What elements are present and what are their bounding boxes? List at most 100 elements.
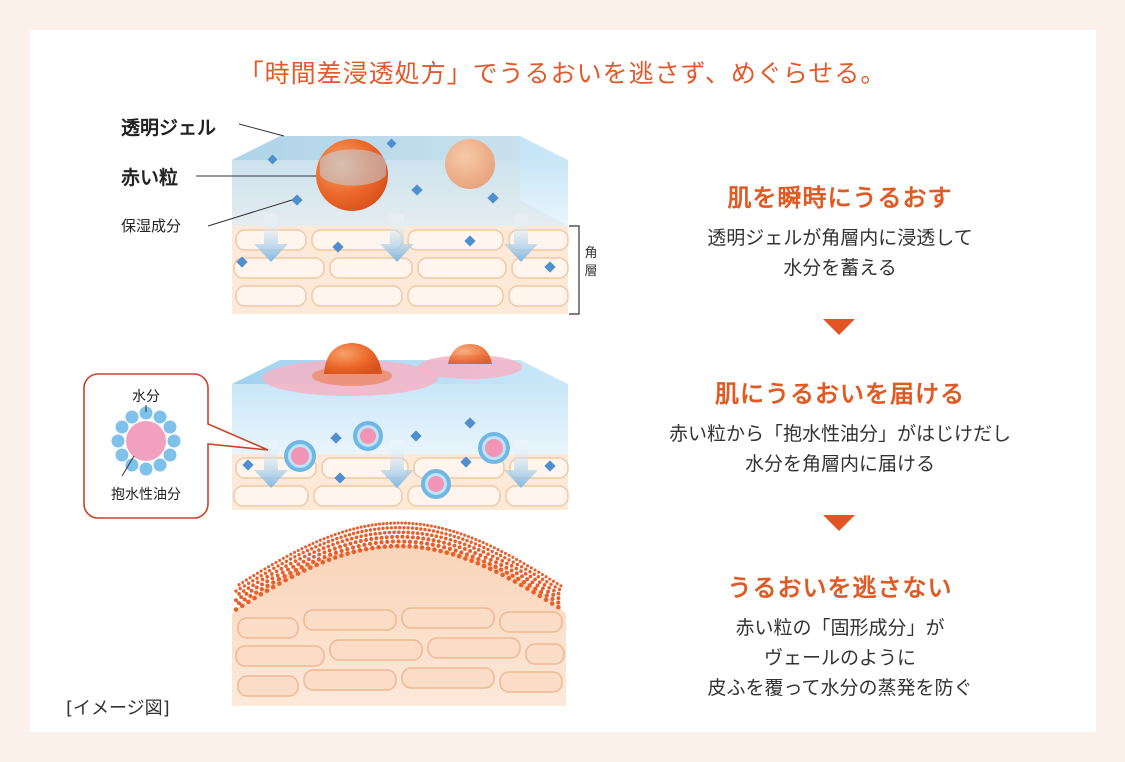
veil-dot xyxy=(258,592,264,597)
veil-dot xyxy=(233,607,239,612)
inset-oil-label: 抱水性油分 xyxy=(111,487,181,503)
veil-dot xyxy=(435,530,440,534)
veil-dot xyxy=(528,570,532,574)
veil-dot xyxy=(481,559,487,564)
veil-dot xyxy=(405,535,410,539)
veil-dot xyxy=(295,571,301,576)
veil-dot xyxy=(521,579,527,585)
veil-dot xyxy=(481,563,487,569)
veil-dot xyxy=(421,536,426,541)
veil-dot xyxy=(328,552,333,557)
veil-dot xyxy=(299,565,304,570)
veil-dot xyxy=(528,574,533,579)
veil-dot xyxy=(500,549,504,554)
veil-dot xyxy=(345,546,350,552)
veil-dot xyxy=(472,546,476,550)
veil-dot xyxy=(551,579,556,583)
veil-dot xyxy=(312,554,316,559)
veil-dot xyxy=(487,561,492,567)
veil-dot xyxy=(286,567,290,572)
veil-dot xyxy=(410,526,415,530)
veil-dot xyxy=(476,556,481,562)
veil-dot xyxy=(339,535,343,539)
veil-dot xyxy=(481,550,486,554)
veil-dot xyxy=(321,546,326,550)
veil-dot xyxy=(425,532,429,537)
veil-dot xyxy=(234,598,238,603)
veil-dot xyxy=(406,530,411,535)
veil-dot xyxy=(559,584,563,588)
veil-dot xyxy=(490,554,495,559)
veil-dot xyxy=(339,548,344,553)
veil-dot xyxy=(270,572,274,576)
veil-dot xyxy=(248,593,253,599)
veil-dot xyxy=(382,544,388,549)
veil-dot xyxy=(453,539,458,544)
veil-dot xyxy=(327,548,332,553)
veil-dot xyxy=(392,521,396,525)
veil-dot xyxy=(345,538,349,542)
veil-dot xyxy=(234,589,238,593)
veil-dot xyxy=(448,528,452,532)
veil-dot xyxy=(276,577,282,582)
veil-dot xyxy=(362,542,367,548)
veil-dot xyxy=(339,553,344,558)
veil-dot xyxy=(452,534,457,539)
veil-dot xyxy=(400,521,404,525)
veil-dot xyxy=(351,549,357,555)
veil-dot xyxy=(402,539,407,544)
veil-dot xyxy=(272,566,276,570)
veil-dot xyxy=(282,573,287,579)
veil-dot xyxy=(415,531,420,536)
veil-dot xyxy=(401,543,406,549)
veil-dot xyxy=(373,531,378,536)
veil-dot xyxy=(413,540,418,545)
veil-dot xyxy=(533,577,537,582)
veil-dot xyxy=(551,592,556,597)
veil-dot xyxy=(514,557,519,561)
veil-dot xyxy=(322,554,327,560)
veil-dot xyxy=(318,538,322,542)
veil-dot xyxy=(293,559,298,563)
veil-dot xyxy=(556,605,561,610)
veil-dot xyxy=(265,574,270,579)
veil-dot xyxy=(500,572,505,578)
veil-dot xyxy=(503,551,507,555)
veil-dot xyxy=(495,556,500,561)
veil-dot xyxy=(457,545,462,550)
veil-dot xyxy=(401,530,406,535)
veil-dot xyxy=(496,548,500,552)
veil-dot xyxy=(523,571,528,576)
veil-dot xyxy=(270,576,275,581)
veil-dot xyxy=(236,600,242,606)
veil-dot xyxy=(486,547,490,552)
veil-dot xyxy=(475,561,481,566)
veil-dot xyxy=(364,533,368,538)
veil-dot xyxy=(434,534,439,539)
veil-dot xyxy=(355,526,359,530)
step-2-desc-line: 水分を角層内に届ける xyxy=(744,453,935,475)
veil-dot xyxy=(378,522,382,526)
veil-dot xyxy=(524,567,528,571)
veil-dot xyxy=(549,582,553,586)
veil-dot xyxy=(426,523,430,527)
veil-dot xyxy=(556,600,561,605)
veil-dot xyxy=(343,543,348,548)
veil-dot xyxy=(308,565,313,570)
veil-dot xyxy=(473,551,478,555)
veil-dot xyxy=(329,534,334,538)
caption: [イメージ図] xyxy=(66,698,170,719)
veil-dot xyxy=(317,548,321,552)
veil-dot xyxy=(552,588,556,593)
veil-dot xyxy=(316,557,321,562)
veil-dot xyxy=(374,523,378,527)
veil-dot xyxy=(395,534,400,539)
veil-dot xyxy=(292,550,297,554)
veil-dot xyxy=(478,553,483,558)
step-3-desc: 赤い粒の「固形成分」が ヴェールのように 皮ふを覆って水分の蒸発を防ぐ xyxy=(610,613,1070,703)
veil-dot xyxy=(379,535,384,540)
veil-dot xyxy=(546,589,550,594)
veil-dot xyxy=(374,536,379,541)
veil-dot xyxy=(348,541,353,546)
veil-dot xyxy=(344,529,348,533)
